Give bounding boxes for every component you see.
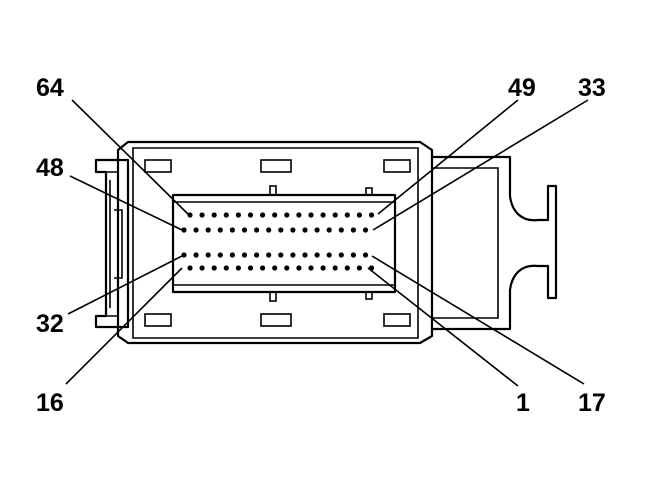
connector-pin: [211, 265, 217, 271]
connector-pin: [284, 212, 290, 218]
connector-pin: [272, 265, 278, 271]
connector-pin: [187, 212, 193, 218]
leader-48: [69, 175, 183, 231]
connector-pin: [254, 227, 260, 233]
connector-pin: [181, 227, 187, 233]
label-pin-1: 1: [516, 389, 530, 417]
connector-pin: [338, 227, 344, 233]
connector-pin: [260, 212, 266, 218]
connector-pin: [223, 212, 229, 218]
connector-pin: [362, 227, 369, 233]
connector-pin: [356, 212, 362, 218]
label-pin-64: 64: [36, 74, 64, 102]
connector-pin: [344, 265, 350, 271]
connector-pin: [205, 252, 211, 258]
connector-pin: [211, 212, 217, 218]
connector-pin: [284, 265, 290, 271]
connector-pin: [235, 265, 241, 271]
pin-labels: 64 49 33 48 32 16 1 17: [36, 74, 606, 417]
leader-16: [65, 267, 183, 385]
connector-pin: [308, 212, 314, 218]
connector-pin: [278, 252, 284, 258]
pin-grid: [181, 212, 375, 271]
connector-pin: [290, 227, 296, 233]
connector-pin: [314, 227, 320, 233]
connector-pin: [356, 265, 362, 271]
connector-pin: [199, 212, 205, 218]
connector-pin: [320, 212, 326, 218]
connector-pin: [217, 252, 223, 258]
connector-pin: [362, 252, 369, 258]
connector-pin: [332, 212, 338, 218]
leader-64: [71, 99, 189, 215]
connector-pin: [290, 252, 296, 258]
label-pin-32: 32: [36, 310, 64, 338]
connector-pin: [247, 265, 254, 271]
connector-pin: [254, 252, 260, 258]
connector-pin: [266, 227, 272, 233]
leader-17: [371, 255, 585, 385]
connector-pin: [302, 252, 308, 258]
connector-pin: [278, 227, 284, 233]
label-pin-33: 33: [578, 74, 606, 102]
connector-pin: [350, 252, 356, 258]
connector-pin: [217, 227, 223, 233]
label-pin-16: 16: [36, 389, 64, 417]
connector-pin: [302, 227, 308, 233]
connector-pin: [326, 227, 332, 233]
connector-pin: [229, 252, 235, 258]
leader-32: [67, 255, 183, 315]
connector-pin: [320, 265, 326, 271]
connector-pin: [272, 212, 278, 218]
connector-pin: [296, 212, 302, 218]
leader-49: [377, 99, 519, 215]
connector-pin: [266, 252, 272, 258]
connector-pin: [205, 227, 211, 233]
connector-pin: [332, 265, 338, 271]
leader-33: [372, 99, 589, 231]
connector-pin: [235, 212, 241, 218]
connector-pin: [193, 252, 199, 258]
connector-pin: [193, 227, 199, 233]
connector-pin: [223, 265, 229, 271]
connector-pin: [181, 252, 187, 258]
connector-pin: [260, 265, 266, 271]
connector-pin: [199, 265, 205, 271]
connector-pin: [338, 252, 344, 258]
connector-pin: [247, 212, 254, 218]
connector-pin: [241, 252, 248, 258]
connector-pin: [308, 265, 314, 271]
leader-1: [367, 267, 519, 387]
connector-housing: [94, 140, 558, 345]
label-pin-17: 17: [578, 389, 606, 417]
label-pin-49: 49: [508, 74, 536, 102]
connector-pin: [296, 265, 302, 271]
connector-pin: [314, 252, 320, 258]
connector-pin: [368, 212, 375, 218]
connector-pin: [344, 212, 350, 218]
connector-pin: [187, 265, 193, 271]
connector-pin: [229, 227, 235, 233]
label-pin-48: 48: [36, 154, 64, 182]
connector-pin: [350, 227, 356, 233]
leader-lines: [65, 99, 589, 387]
connector-pin: [241, 227, 248, 233]
connector-pin: [326, 252, 332, 258]
